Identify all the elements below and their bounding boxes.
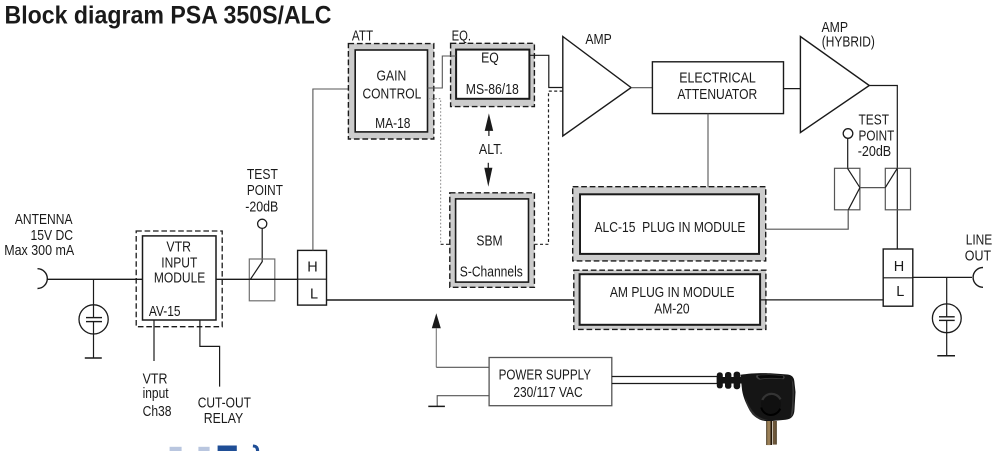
- svg-text:15V DC: 15V DC: [31, 228, 74, 244]
- svg-text:AMP: AMP: [585, 32, 611, 48]
- svg-text:TEST: TEST: [859, 113, 890, 129]
- svg-text:CONTROL: CONTROL: [363, 87, 422, 103]
- svg-text:EQ.: EQ.: [452, 28, 471, 44]
- svg-text:VTR: VTR: [143, 372, 168, 388]
- svg-text:POINT: POINT: [247, 183, 283, 199]
- svg-text:Max 300 mA: Max 300 mA: [4, 243, 74, 259]
- svg-text:ALT.: ALT.: [479, 142, 503, 158]
- svg-text:ANTENNA: ANTENNA: [15, 212, 73, 228]
- svg-text:AM PLUG IN MODULE: AM PLUG IN MODULE: [610, 285, 735, 301]
- svg-text:MS-86/18: MS-86/18: [466, 82, 519, 98]
- svg-text:H: H: [307, 259, 317, 275]
- svg-text:Ch38: Ch38: [143, 404, 172, 420]
- svg-text:CUT-OUT: CUT-OUT: [198, 396, 251, 412]
- svg-text:L: L: [310, 286, 318, 302]
- svg-text:H: H: [894, 259, 904, 275]
- svg-text:Block diagram PSA 350S/ALC: Block diagram PSA 350S/ALC: [5, 2, 332, 30]
- svg-text:-20dB: -20dB: [858, 144, 892, 160]
- svg-text:ELECTRICAL: ELECTRICAL: [679, 71, 756, 87]
- svg-text:INPUT: INPUT: [161, 255, 197, 271]
- svg-text:POWER SUPPLY: POWER SUPPLY: [499, 368, 592, 384]
- svg-text:MODULE: MODULE: [154, 271, 206, 287]
- svg-text:SBM: SBM: [476, 233, 502, 249]
- svg-text:OUT: OUT: [965, 248, 991, 264]
- svg-text:230/117 VAC: 230/117 VAC: [513, 385, 582, 401]
- svg-text:TEST: TEST: [247, 167, 278, 183]
- svg-text:GAIN: GAIN: [377, 69, 407, 85]
- svg-text:input: input: [143, 386, 169, 402]
- svg-text:AV-15: AV-15: [149, 304, 181, 320]
- svg-text:(HYBRID): (HYBRID): [822, 35, 875, 51]
- svg-text:-20dB: -20dB: [245, 199, 278, 215]
- svg-text:AMP: AMP: [822, 20, 849, 36]
- svg-text:VTR: VTR: [166, 239, 191, 255]
- svg-text:L: L: [896, 284, 904, 300]
- svg-text:MA-18: MA-18: [375, 116, 410, 132]
- svg-text:AM-20: AM-20: [654, 302, 689, 318]
- svg-text:RELAY: RELAY: [204, 411, 244, 427]
- svg-text:S-Channels: S-Channels: [460, 265, 523, 281]
- svg-text:ATTENUATOR: ATTENUATOR: [677, 87, 757, 103]
- svg-text:POINT: POINT: [859, 128, 895, 144]
- svg-text:ALC-15 PLUG IN MODULE: ALC-15 PLUG IN MODULE: [595, 220, 746, 236]
- svg-text:ATT: ATT: [352, 29, 373, 45]
- svg-text:LINE: LINE: [966, 233, 993, 249]
- svg-text:EQ: EQ: [481, 50, 499, 66]
